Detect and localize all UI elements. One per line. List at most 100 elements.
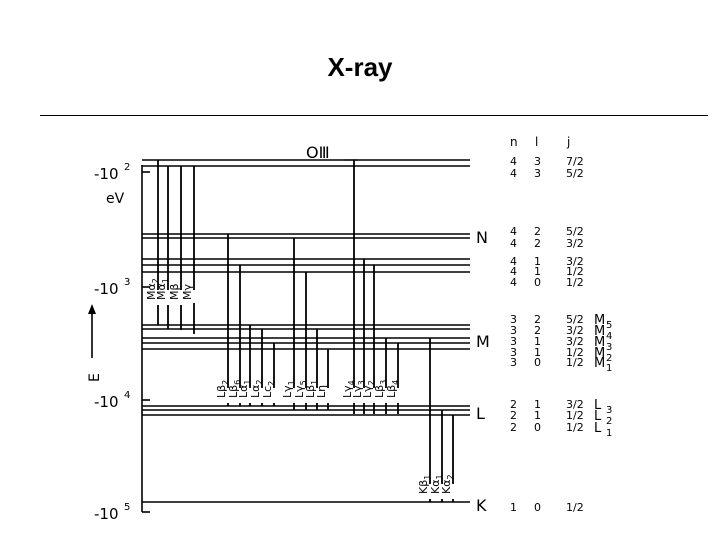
energy-axis-label: E	[87, 373, 103, 382]
level-l: 0	[534, 501, 541, 514]
header-j: j	[566, 135, 570, 149]
level-l: 2	[534, 237, 541, 250]
page-title: X-ray	[327, 52, 393, 82]
level-j: 3/2	[566, 398, 584, 411]
subshell-subscript: 1	[606, 428, 612, 439]
level-n: 2	[510, 409, 517, 422]
subshell-label: M	[594, 346, 605, 361]
level-n: 3	[510, 335, 517, 348]
level-j: 1/2	[566, 276, 584, 289]
level-l: 2	[534, 225, 541, 238]
transition-lines	[157, 160, 454, 502]
level-n: 3	[510, 356, 517, 369]
tick-base: -10	[94, 393, 119, 411]
shell-label-m: M	[476, 332, 490, 351]
level-n: 4	[510, 167, 517, 180]
level-n: 4	[510, 276, 517, 289]
header-l: l	[535, 135, 538, 149]
level-row: 1 0 1/2	[510, 501, 584, 514]
level-row: 4 0 1/2	[510, 276, 584, 289]
transition-label: Mα2	[145, 278, 160, 300]
level-l: 3	[534, 167, 541, 180]
transition-label: Mβ	[168, 283, 181, 300]
level-l: 0	[534, 356, 541, 369]
tick-exponent: 4	[124, 390, 130, 401]
subshell-subscript: 3	[606, 405, 612, 416]
tick-base: -10	[94, 280, 119, 298]
level-j: 5/2	[566, 225, 584, 238]
level-n: 1	[510, 501, 517, 514]
tick-base: -10	[94, 165, 119, 183]
level-l: 1	[534, 335, 541, 348]
title-divider	[40, 115, 708, 116]
subshell-label: L	[594, 421, 602, 436]
tick-exponent: 2	[124, 162, 130, 173]
level-n: 3	[510, 324, 517, 337]
transition-label: Lη	[315, 385, 328, 398]
header-n: n	[510, 135, 518, 149]
subshell-label: M	[594, 335, 605, 350]
level-j: 5/2	[566, 313, 584, 326]
shell-label-o: OⅢ	[306, 143, 330, 162]
level-l: 2	[534, 313, 541, 326]
level-l: 1	[534, 398, 541, 411]
subshell-label: M	[594, 324, 605, 339]
level-l: 3	[534, 155, 541, 168]
level-l: 0	[534, 421, 541, 434]
level-n: 3	[510, 346, 517, 359]
transition-label-backdrop	[394, 388, 415, 403]
energy-tick-3: -10 4	[94, 390, 130, 411]
subshell-label: L	[594, 409, 602, 424]
subshell-subscript: 1	[606, 363, 612, 374]
level-l: 1	[534, 255, 541, 268]
subshell-subscript: 3	[606, 342, 612, 353]
energy-tick-1: -10 2	[94, 162, 130, 183]
level-j: 1/2	[566, 501, 584, 514]
shell-label-l: L	[476, 404, 485, 423]
level-row: 4 2 5/2	[510, 225, 584, 238]
energy-arrow: E	[87, 304, 103, 382]
level-l: 1	[534, 346, 541, 359]
level-l: 1	[534, 265, 541, 278]
transition-label-backdrop	[449, 484, 471, 499]
transition-label-backdrop	[190, 290, 209, 303]
level-l: 1	[534, 409, 541, 422]
level-j: 1/2	[566, 356, 584, 369]
subshell-label: M	[594, 356, 605, 371]
tick-exponent: 3	[124, 277, 130, 288]
level-n: 4	[510, 265, 517, 278]
transition-label-backdrop	[270, 388, 290, 403]
level-l: 0	[534, 276, 541, 289]
level-row: 4 1 1/2	[510, 265, 584, 278]
level-n: 3	[510, 313, 517, 326]
energy-tick-2: -10 3	[94, 277, 130, 298]
tick-exponent: 5	[124, 502, 130, 513]
transition-label: Mγ	[181, 284, 194, 300]
level-l: 2	[534, 324, 541, 337]
level-n: 4	[510, 225, 517, 238]
level-j: 7/2	[566, 155, 584, 168]
energy-tick-4: -10 5	[94, 502, 130, 523]
level-n: 2	[510, 421, 517, 434]
subshell-subscript: 2	[606, 416, 612, 427]
shell-label-k: K	[476, 496, 487, 515]
subshell-subscript: 4	[606, 331, 612, 342]
level-j: 1/2	[566, 346, 584, 359]
subshell-label: M	[594, 313, 605, 328]
transition-label-backdrop	[324, 388, 340, 401]
level-row: 4 3 7/2	[510, 155, 584, 168]
level-j: 1/2	[566, 265, 584, 278]
level-n: 4	[510, 155, 517, 168]
tick-base: -10	[94, 505, 119, 523]
